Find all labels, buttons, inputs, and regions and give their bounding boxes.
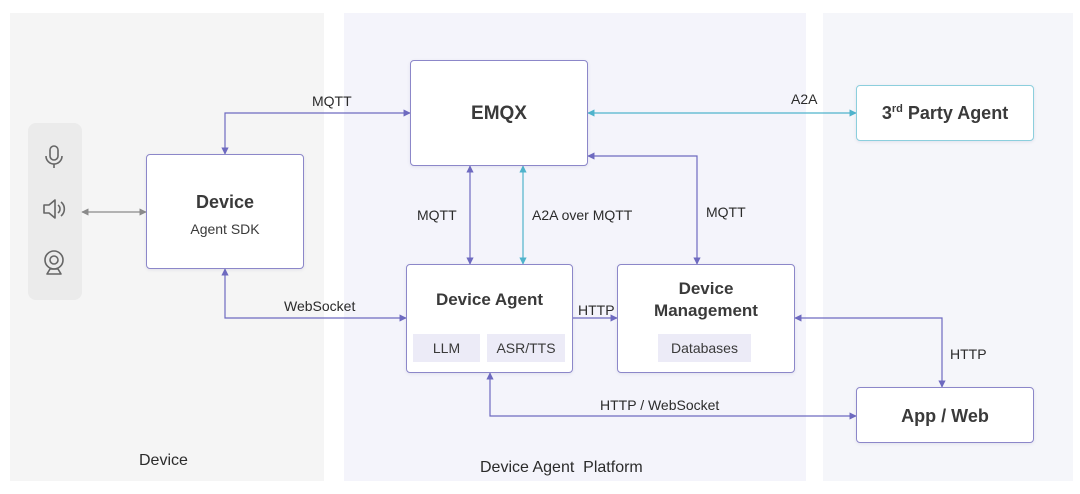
emqx-node: EMQX — [410, 60, 588, 166]
edge-label-emqx-agent-a2a: A2A over MQTT — [532, 207, 633, 223]
platform-zone-label: Device Agent Platform — [480, 459, 643, 476]
device-title: Device — [195, 192, 255, 212]
llm-chip: LLM — [413, 334, 480, 362]
edge-label-agent-management: HTTP — [578, 302, 615, 318]
edge-label-emqx-management: MQTT — [706, 204, 746, 220]
edge-management-app — [794, 314, 946, 388]
asr-tts-chip: ASR/TTS — [487, 334, 565, 362]
edge-label-device-agent-websocket: WebSocket — [284, 298, 356, 314]
device-agent-node: Device Agent LLM ASR/TTS — [406, 264, 573, 373]
edge-device-emqx — [221, 109, 411, 155]
device-agent-title: Device Agent — [435, 290, 544, 309]
device-subtitle: Agent SDK — [190, 221, 260, 237]
device-node: Device Agent SDK — [146, 154, 304, 269]
device-management-node: Device Management Databases — [617, 264, 795, 373]
device-management-title-line2: Management — [654, 301, 758, 320]
edge-label-emqx-third-party: A2A — [791, 91, 818, 107]
device-management-title-line1: Device — [678, 279, 734, 298]
edge-emqx-management — [587, 152, 701, 265]
edge-agent-app — [486, 372, 857, 420]
app-web-title: App / Web — [901, 406, 989, 426]
databases-chip: Databases — [658, 334, 751, 362]
speaker-icon — [43, 199, 66, 219]
third-party-agent-title: 3rd Party Agent — [881, 103, 1009, 123]
edge-label-management-app: HTTP — [950, 346, 987, 362]
edge-device-agent-websocket — [221, 268, 407, 322]
app-web-node: App / Web — [856, 387, 1034, 443]
camera-icon — [44, 250, 64, 275]
edge-label-agent-app: HTTP / WebSocket — [600, 397, 720, 413]
edge-label-emqx-agent-mqtt: MQTT — [417, 207, 457, 223]
device-zone-label: Device — [139, 452, 188, 469]
emqx-title: EMQX — [471, 103, 527, 124]
microphone-icon — [45, 145, 63, 168]
third-party-agent-node: 3rd Party Agent — [856, 85, 1034, 141]
edge-label-device-emqx: MQTT — [312, 93, 352, 109]
